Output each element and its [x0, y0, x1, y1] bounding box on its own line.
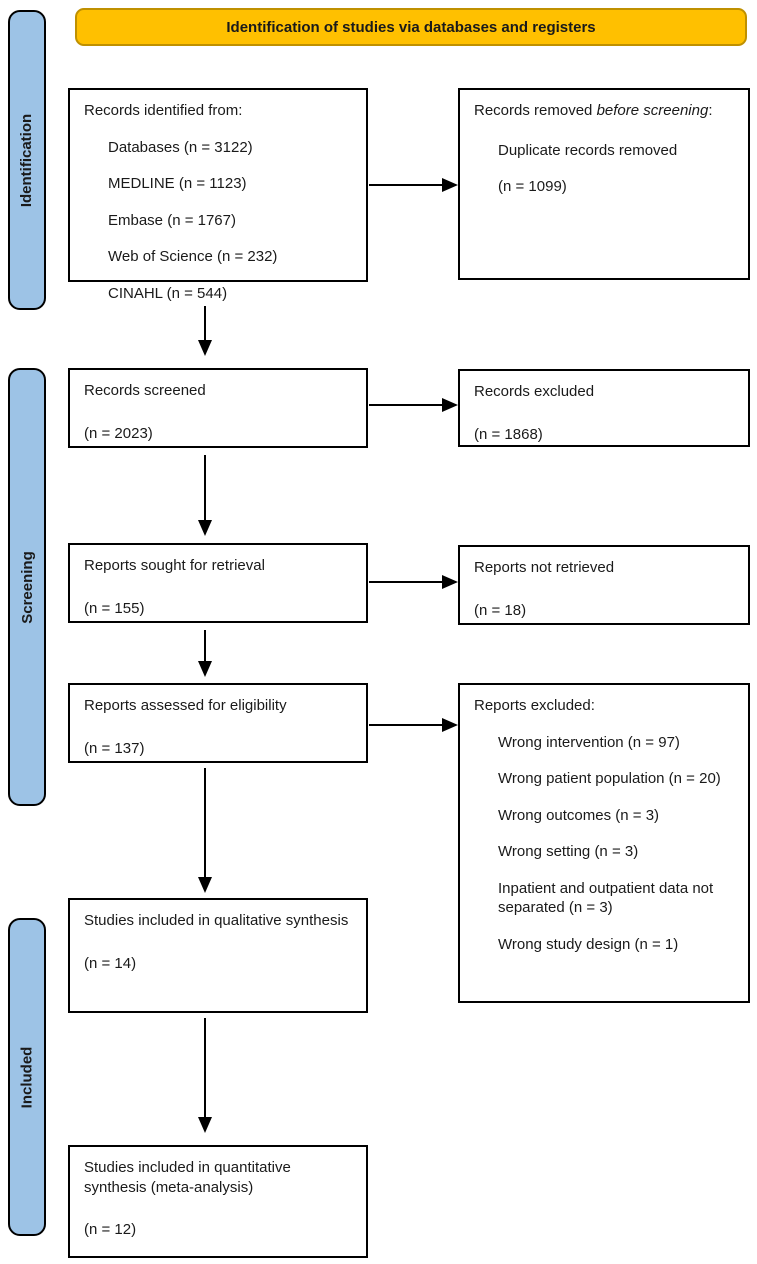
- records-identified-title: Records identified from:: [84, 102, 243, 119]
- down-arrowhead-icon: [198, 661, 212, 677]
- stage-label-included: Included: [8, 918, 46, 1236]
- arrow-line: [204, 455, 206, 520]
- box-reports-not-retrieved: Reports not retrieved (n = 18): [458, 545, 750, 625]
- box-records-screened: Records screened (n = 2023): [68, 368, 368, 448]
- quantitative-line1: Studies included in quantitative synthes…: [84, 1159, 291, 1196]
- right-arrowhead-icon: [442, 398, 458, 412]
- records-screened-line1: Records screened: [84, 382, 206, 399]
- down-arrowhead-icon: [198, 877, 212, 893]
- banner-identification-via-databases: Identification of studies via databases …: [75, 8, 747, 46]
- right-arrowhead-icon: [442, 718, 458, 732]
- reports-excluded-item: Wrong setting (n = 3): [498, 843, 639, 860]
- stage-label-identification: Identification: [8, 10, 46, 310]
- reports-not-retrieved-count: (n = 18): [474, 601, 527, 619]
- reports-sought-line1: Reports sought for retrieval: [84, 557, 265, 574]
- reports-assessed-count: (n = 137): [84, 739, 145, 757]
- reports-assessed-line1: Reports assessed for eligibility: [84, 697, 287, 714]
- stage-label-identification-text: Identification: [18, 113, 36, 207]
- arrow-line: [204, 768, 206, 877]
- reports-excluded-item: Inpatient and outpatient data not separa…: [498, 879, 714, 917]
- quantitative-count: (n = 12): [84, 1221, 137, 1238]
- records-removed-title-post: :: [708, 102, 713, 119]
- right-arrowhead-icon: [442, 178, 458, 192]
- down-arrowhead-icon: [198, 340, 212, 356]
- records-removed-title: Records removed before screening:: [474, 101, 734, 121]
- qualitative-count: (n = 14): [84, 954, 137, 972]
- arrow-line: [369, 724, 444, 726]
- reports-excluded-item: Wrong intervention (n = 97): [498, 733, 680, 751]
- records-removed-item: (n = 1099): [498, 178, 567, 195]
- records-identified-item: Embase (n = 1767): [108, 211, 236, 229]
- records-identified-item: Web of Science (n = 232): [108, 248, 278, 265]
- arrow-line: [369, 404, 444, 406]
- box-records-removed: Records removed before screening: Duplic…: [458, 88, 750, 280]
- box-records-excluded: Records excluded (n = 1868): [458, 369, 750, 447]
- banner-title: Identification of studies via databases …: [226, 18, 596, 36]
- down-arrowhead-icon: [198, 1117, 212, 1133]
- box-quantitative-synthesis: Studies included in quantitative synthes…: [68, 1145, 368, 1258]
- records-identified-item: Databases (n = 3122): [108, 138, 253, 156]
- arrow-line: [204, 306, 206, 340]
- reports-excluded-item: Wrong study design (n = 1): [498, 935, 679, 953]
- records-screened-count: (n = 2023): [84, 424, 153, 442]
- box-reports-excluded: Reports excluded: Wrong intervention (n …: [458, 683, 750, 1003]
- records-removed-title-italic: before screening: [596, 102, 709, 119]
- records-excluded-count: (n = 1868): [474, 425, 543, 443]
- box-reports-sought: Reports sought for retrieval (n = 155): [68, 543, 368, 623]
- stage-label-included-text: Included: [18, 1046, 36, 1108]
- arrow-line: [369, 581, 444, 583]
- arrow-line: [204, 630, 206, 661]
- reports-excluded-item: Wrong outcomes (n = 3): [498, 806, 660, 824]
- reports-excluded-item: Wrong patient population (n = 20): [498, 770, 721, 787]
- records-excluded-line1: Records excluded: [474, 383, 595, 400]
- reports-sought-count: (n = 155): [84, 599, 145, 617]
- right-arrowhead-icon: [442, 575, 458, 589]
- down-arrowhead-icon: [198, 520, 212, 536]
- records-removed-item: Duplicate records removed: [498, 141, 678, 159]
- arrow-line: [204, 1018, 206, 1117]
- records-removed-title-pre: Records removed: [474, 102, 597, 119]
- reports-excluded-title: Reports excluded:: [474, 697, 595, 714]
- box-records-identified: Records identified from: Databases (n = …: [68, 88, 368, 302]
- stage-label-screening: Screening: [8, 368, 46, 806]
- reports-not-retrieved-line1: Reports not retrieved: [474, 559, 615, 576]
- records-identified-item: MEDLINE (n = 1123): [108, 175, 247, 192]
- arrow-line: [369, 184, 444, 186]
- qualitative-line1: Studies included in qualitative synthesi…: [84, 912, 349, 929]
- box-reports-assessed: Reports assessed for eligibility (n = 13…: [68, 683, 368, 763]
- stage-label-screening-text: Screening: [18, 550, 36, 624]
- box-qualitative-synthesis: Studies included in qualitative synthesi…: [68, 898, 368, 1013]
- records-identified-item: CINAHL (n = 544): [108, 284, 228, 302]
